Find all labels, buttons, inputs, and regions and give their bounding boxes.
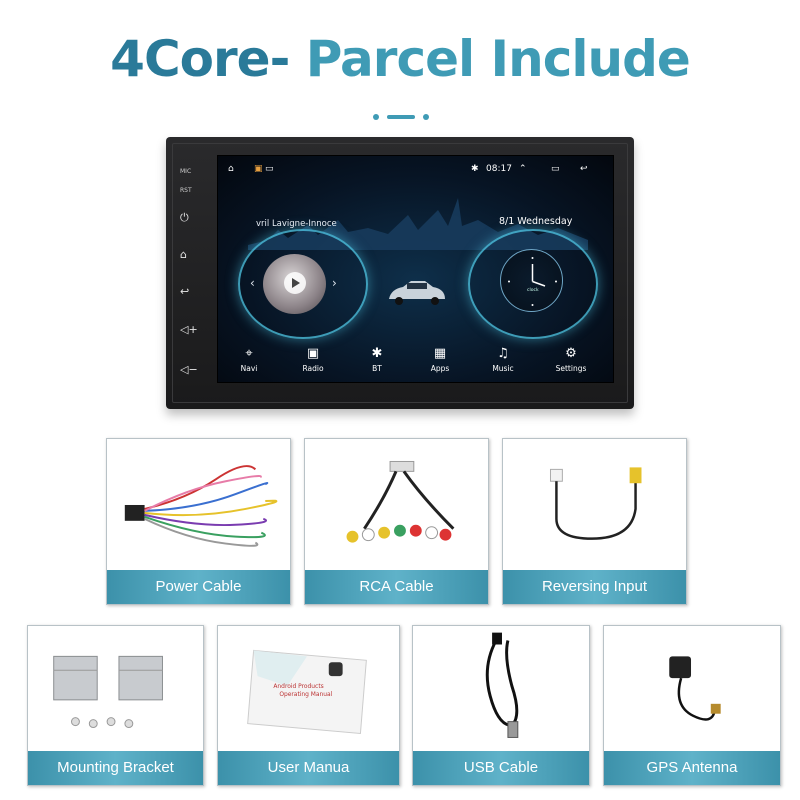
back-icon[interactable]: ↩ [180, 285, 190, 298]
manual-line-1: Android Products [273, 683, 323, 690]
date-text: 8/1 Wednesday [499, 216, 573, 227]
dock-item-bt[interactable]: ✱ BT [352, 344, 402, 373]
title-part-1: 4Core- [110, 30, 290, 88]
title-part-2: Parcel Include [305, 30, 691, 88]
clock-label: clock [527, 288, 539, 293]
home-icon[interactable]: ⌂ [180, 248, 187, 261]
apps-grid-icon: ▦ [433, 346, 447, 361]
card-rca-cable: RCA Cable [304, 438, 489, 605]
page-title: 4Core- Parcel Include [0, 30, 800, 88]
card-caption: Reversing Input [503, 570, 686, 604]
location-pin-icon: ⌖ [245, 346, 253, 361]
card-caption: User Manua [218, 751, 399, 785]
music-widget-ring [238, 229, 368, 339]
home-outline-icon[interactable]: ⌂ [228, 164, 234, 174]
gear-icon: ⚙ [565, 346, 577, 361]
touch-screen: ⌂ ▣ ▭ ✱ 08:17 ⌃ ▭ ↩ vril Lavigne-Innoce … [217, 155, 614, 383]
card-caption: GPS Antenna [604, 751, 780, 785]
card-caption: RCA Cable [305, 570, 488, 604]
bluetooth-status-icon: ✱ [471, 164, 479, 174]
volume-down-icon[interactable]: ◁− [180, 363, 198, 376]
app-dock: ⌖ Navi ▣ Radio ✱ BT ▦ Apps ♫ Music ⚙ Set… [218, 344, 613, 382]
divider-dot [373, 114, 379, 120]
card-gps-antenna: GPS Antenna [603, 625, 781, 786]
bus-icon: ▭ [265, 164, 274, 174]
dock-label: Navi [240, 364, 258, 373]
now-playing-text: vril Lavigne-Innoce [256, 219, 337, 229]
notification-icon: ▣ [254, 164, 263, 174]
dock-label: BT [372, 364, 382, 373]
status-bar: ⌂ ▣ ▭ ✱ 08:17 ⌃ ▭ ↩ [218, 156, 613, 182]
mic-label: MIC [180, 168, 192, 175]
card-power-cable: Power Cable [106, 438, 291, 605]
dock-item-settings[interactable]: ⚙ Settings [546, 344, 596, 373]
dock-item-music[interactable]: ♫ Music [478, 344, 528, 373]
card-usb-cable: USB Cable [412, 625, 590, 786]
card-mounting-bracket: Mounting Bracket [27, 625, 204, 786]
radio-icon: ▣ [306, 346, 320, 361]
gps-antenna-image [669, 656, 721, 721]
divider-bar [387, 115, 415, 119]
dock-item-apps[interactable]: ▦ Apps [415, 344, 465, 373]
chevron-left-icon[interactable]: ‹ [250, 276, 255, 290]
mounting-bracket-image [53, 655, 163, 729]
expand-icon[interactable]: ⌃ [519, 164, 527, 174]
analog-clock: clock [500, 249, 563, 312]
bluetooth-icon: ✱ [371, 346, 383, 361]
divider-dot [423, 114, 429, 120]
card-user-manual: Android Products Operating Manual User M… [217, 625, 400, 786]
clock-time: 08:17 [486, 164, 512, 174]
power-icon[interactable]: ⏻ [180, 211, 189, 224]
card-caption: USB Cable [413, 751, 589, 785]
dock-label: Settings [555, 364, 587, 373]
chevron-right-icon[interactable]: › [332, 276, 337, 290]
card-caption: Mounting Bracket [28, 751, 203, 785]
car-graphic [389, 281, 445, 305]
card-reversing-input: Reversing Input [502, 438, 687, 605]
play-button[interactable] [284, 272, 306, 294]
rst-label: RST [180, 187, 192, 194]
clock-widget-ring [468, 229, 598, 339]
dock-label: Radio [302, 364, 324, 373]
clock-face-icon [508, 257, 557, 306]
manual-line-2: Operating Manual [279, 691, 332, 698]
power-cable-image [124, 465, 278, 547]
usb-cable-image [485, 632, 519, 738]
return-icon[interactable]: ↩ [580, 164, 588, 174]
dock-item-radio[interactable]: ▣ Radio [288, 344, 338, 373]
music-note-icon: ♫ [497, 346, 509, 361]
dock-label: Music [492, 364, 514, 373]
rca-cable-image [346, 460, 455, 543]
recent-apps-icon[interactable]: ▭ [551, 164, 560, 174]
title-divider [373, 113, 429, 121]
dock-label: Apps [430, 364, 450, 373]
card-caption: Power Cable [107, 570, 290, 604]
reversing-input-image [549, 467, 642, 540]
user-manual-image: Android Products Operating Manual [247, 649, 367, 735]
head-unit-bezel [172, 143, 628, 403]
dock-item-navi[interactable]: ⌖ Navi [224, 344, 274, 373]
volume-up-icon[interactable]: ◁+ [180, 323, 198, 336]
